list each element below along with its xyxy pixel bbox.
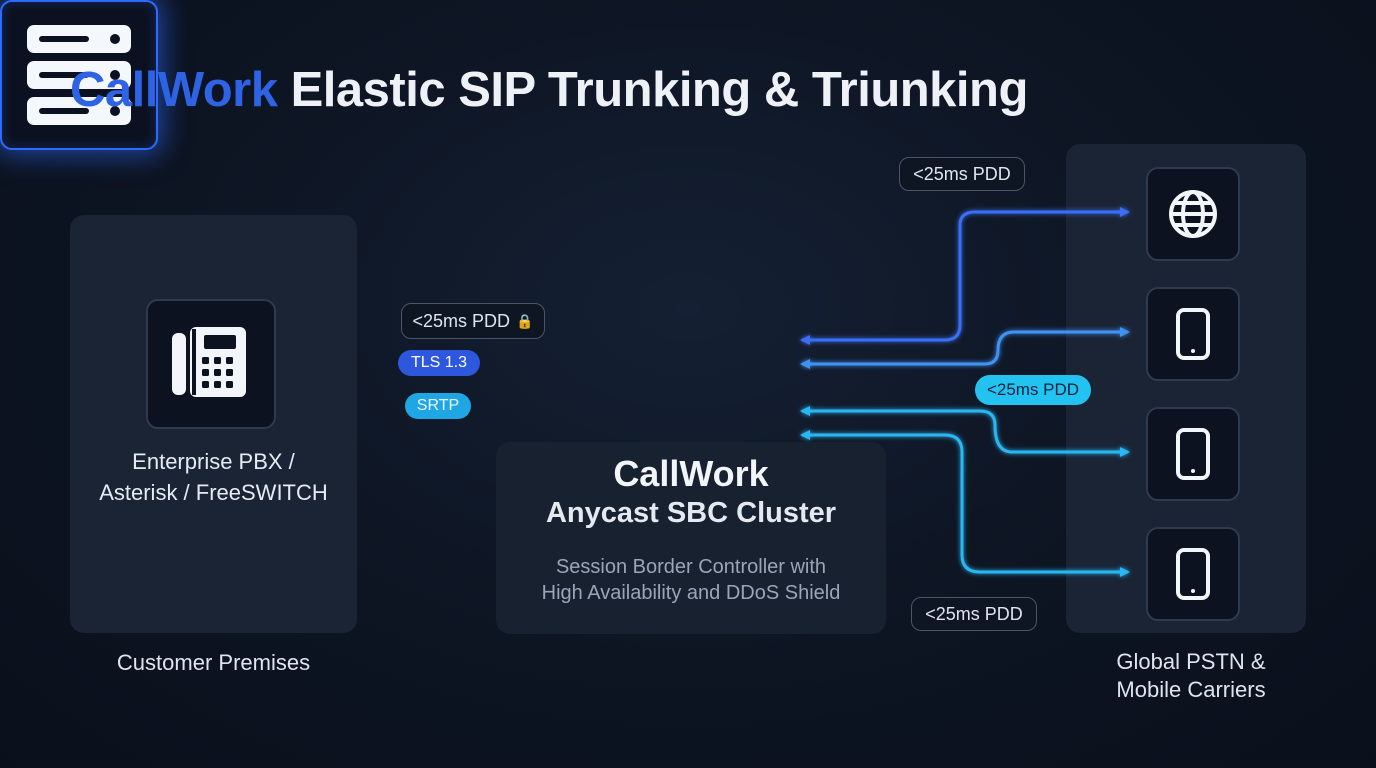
pbx-label-line2: Asterisk / FreeSWITCH [99, 480, 328, 505]
mobile-phone-icon [1176, 308, 1210, 360]
desk-phone-icon [172, 327, 246, 397]
pbx-label: Enterprise PBX / Asterisk / FreeSWITCH [70, 446, 357, 508]
sbc-desc-line1: Session Border Controller with [555, 556, 827, 578]
sbc-subtitle: Anycast SBC Cluster [545, 497, 837, 529]
pdd-badge-mid: <25ms PDD [975, 375, 1091, 405]
lock-icon: 🔒 [516, 312, 534, 329]
carriers-label: Global PSTN & Mobile Carriers [1066, 648, 1316, 704]
pdd-badge-bottom: <25ms PDD [911, 597, 1037, 631]
pdd-badge-left-text: <25ms PDD [412, 310, 511, 331]
destination-globe [1146, 167, 1240, 261]
globe-icon [1169, 190, 1217, 238]
sbc-server-box [0, 0, 158, 150]
sbc-desc-line2: High Availability and DDoS Shield [541, 582, 841, 604]
srtp-badge: SRTP [405, 393, 471, 419]
route-to-mobile-3 [800, 430, 1130, 577]
pdd-badge-top: <25ms PDD [899, 157, 1025, 191]
route-to-mobile-1 [800, 327, 1130, 369]
title-text: Elastic SIP Trunking & Triunking [290, 63, 1029, 117]
tls-badge: TLS 1.3 [398, 350, 480, 376]
carriers-label-line2: Mobile Carriers [1116, 677, 1266, 702]
carriers-label-line1: Global PSTN & [1116, 649, 1266, 674]
mobile-phone-icon [1176, 548, 1210, 600]
destination-mobile-1 [1146, 287, 1240, 381]
destination-mobile-3 [1146, 527, 1240, 621]
pbx-label-line1: Enterprise PBX / [132, 449, 295, 474]
server-rack-icon [27, 25, 131, 125]
route-to-mobile-2 [800, 406, 1130, 457]
mobile-phone-icon [1176, 428, 1210, 480]
route-to-globe [800, 207, 1130, 345]
destination-mobile-2 [1146, 407, 1240, 501]
sbc-title: CallWork [613, 453, 769, 494]
sbc-description: Session Border Controller with High Avai… [496, 554, 886, 606]
customer-premises-label: Customer Premises [116, 650, 311, 675]
pbx-phone-box [146, 299, 276, 429]
page-title: CallWork Elastic SIP Trunking & Triunkin… [70, 62, 1028, 118]
brand-name: CallWork [70, 63, 278, 117]
pdd-badge-left: <25ms PDD 🔒 [401, 303, 545, 339]
